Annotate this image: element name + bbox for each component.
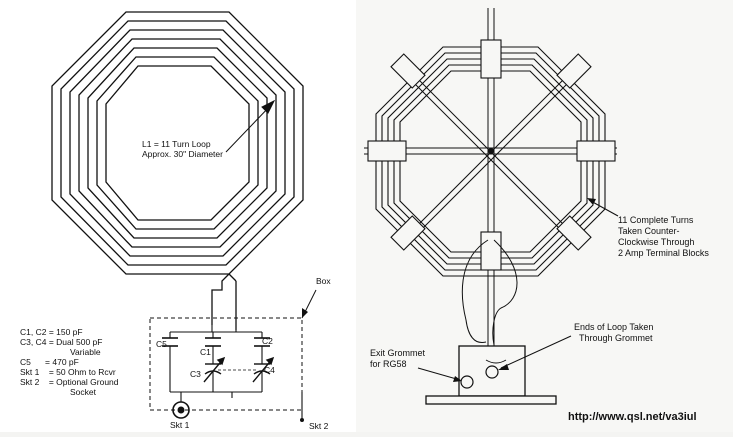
parts-c3-c4-line2: Variable bbox=[70, 347, 101, 357]
parts-skt2-line1: Skt 2 = Optional Ground bbox=[20, 377, 119, 387]
skt2-terminal bbox=[300, 418, 304, 422]
antenna-panel: 11 Complete Turns Taken Counter- Clockwi… bbox=[356, 0, 733, 432]
turns-note-line4: 2 Amp Terminal Blocks bbox=[618, 248, 709, 258]
enclosure-box bbox=[149, 317, 303, 411]
parts-skt2-line2: Socket bbox=[70, 387, 97, 397]
schematic-drawing: L1 = 11 Turn Loop Approx. 30" Diameter B… bbox=[20, 11, 331, 431]
c5-label: C5 bbox=[156, 339, 167, 349]
grommet-line2: for RG58 bbox=[370, 359, 407, 369]
parts-c3-c4-line1: C3, C4 = Dual 500 pF bbox=[20, 337, 102, 347]
parts-skt1: Skt 1 = 50 Ohm to Rcvr bbox=[20, 367, 116, 377]
skt1-label: Skt 1 bbox=[170, 420, 190, 430]
parts-c1-c2: C1, C2 = 150 pF bbox=[20, 327, 83, 337]
capacitor-icon bbox=[254, 337, 270, 347]
variable-capacitor-icon bbox=[203, 356, 226, 383]
ends-note: Ends of Loop Taken Through Grommet bbox=[498, 322, 653, 370]
turns-note-line2: Taken Counter- bbox=[618, 226, 680, 236]
turns-note: 11 Complete Turns Taken Counter- Clockwi… bbox=[587, 198, 709, 258]
panel-divider bbox=[352, 0, 356, 432]
antenna-frame-icon bbox=[364, 8, 617, 405]
ends-note-line2: Through Grommet bbox=[579, 333, 653, 343]
c3-label: C3 bbox=[190, 369, 201, 379]
box-arrowhead bbox=[302, 308, 308, 318]
circuit-wiring bbox=[169, 325, 303, 418]
c1-label: C1 bbox=[200, 347, 211, 357]
source-url[interactable]: http://www.qsl.net/va3iul bbox=[568, 411, 697, 423]
grommet-note: Exit Grommet for RG58 bbox=[370, 348, 462, 382]
schematic-panel: L1 = 11 Turn Loop Approx. 30" Diameter B… bbox=[0, 0, 352, 432]
c2-label: C2 bbox=[262, 336, 273, 346]
ends-note-line1: Ends of Loop Taken bbox=[574, 322, 653, 332]
grommet-line1: Exit Grommet bbox=[370, 348, 426, 358]
box-label: Box bbox=[316, 276, 331, 286]
parts-c5: C5 = 470 pF bbox=[20, 357, 79, 367]
capacitor-icon bbox=[205, 337, 221, 347]
coil-label-line1: L1 = 11 Turn Loop bbox=[142, 139, 211, 149]
coil-label-line2: Approx. 30" Diameter bbox=[142, 149, 223, 159]
c4-label: C4 bbox=[264, 365, 275, 375]
skt2-label: Skt 2 bbox=[309, 421, 329, 431]
turns-note-line1: 11 Complete Turns bbox=[618, 215, 694, 225]
turns-note-line3: Clockwise Through bbox=[618, 237, 694, 247]
variable-capacitor-icon bbox=[252, 356, 275, 383]
socket-icon bbox=[172, 401, 190, 419]
parts-list: C1, C2 = 150 pF C3, C4 = Dual 500 pF Var… bbox=[20, 327, 119, 397]
antenna-drawing: 11 Complete Turns Taken Counter- Clockwi… bbox=[364, 8, 709, 423]
capacitor-icon bbox=[162, 337, 178, 347]
spiral-coil-icon bbox=[51, 11, 304, 330]
coil-pointer-arrow bbox=[225, 99, 276, 153]
